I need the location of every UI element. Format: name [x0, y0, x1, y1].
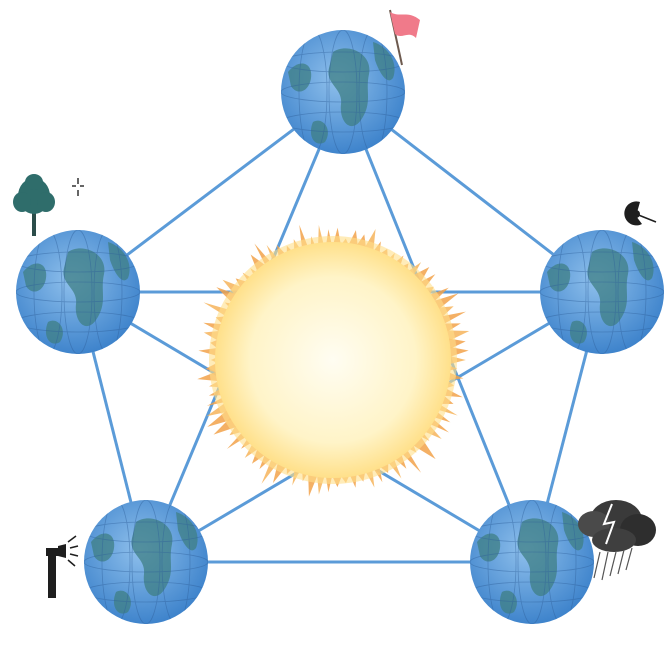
- flag-icon: [390, 10, 420, 65]
- sun: [197, 225, 469, 497]
- earth-left: [16, 230, 140, 354]
- sparkle-marks: [72, 178, 84, 196]
- earth-bottom-right: [470, 500, 594, 624]
- earth-bottom-left: [84, 500, 208, 624]
- earth-top: [281, 30, 405, 154]
- sun-disc: [215, 242, 451, 478]
- satellite-icon: [624, 201, 656, 225]
- earth-right: [540, 230, 664, 354]
- lighthouse-icon: [46, 536, 78, 598]
- tree-icon: [13, 174, 55, 236]
